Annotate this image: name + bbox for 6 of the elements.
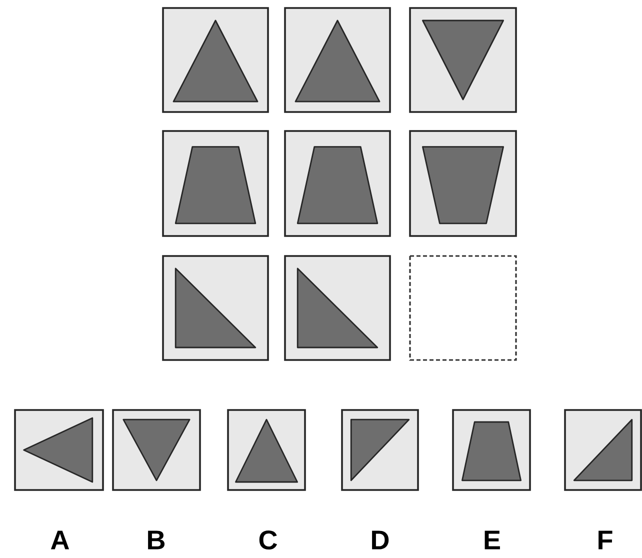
option-letter: A (50, 530, 70, 550)
option-letter: C (259, 530, 278, 550)
option-letter: D (372, 530, 389, 550)
option-letter: E (484, 530, 500, 550)
option-letter: F (598, 530, 612, 550)
option-letter: B (148, 530, 165, 550)
